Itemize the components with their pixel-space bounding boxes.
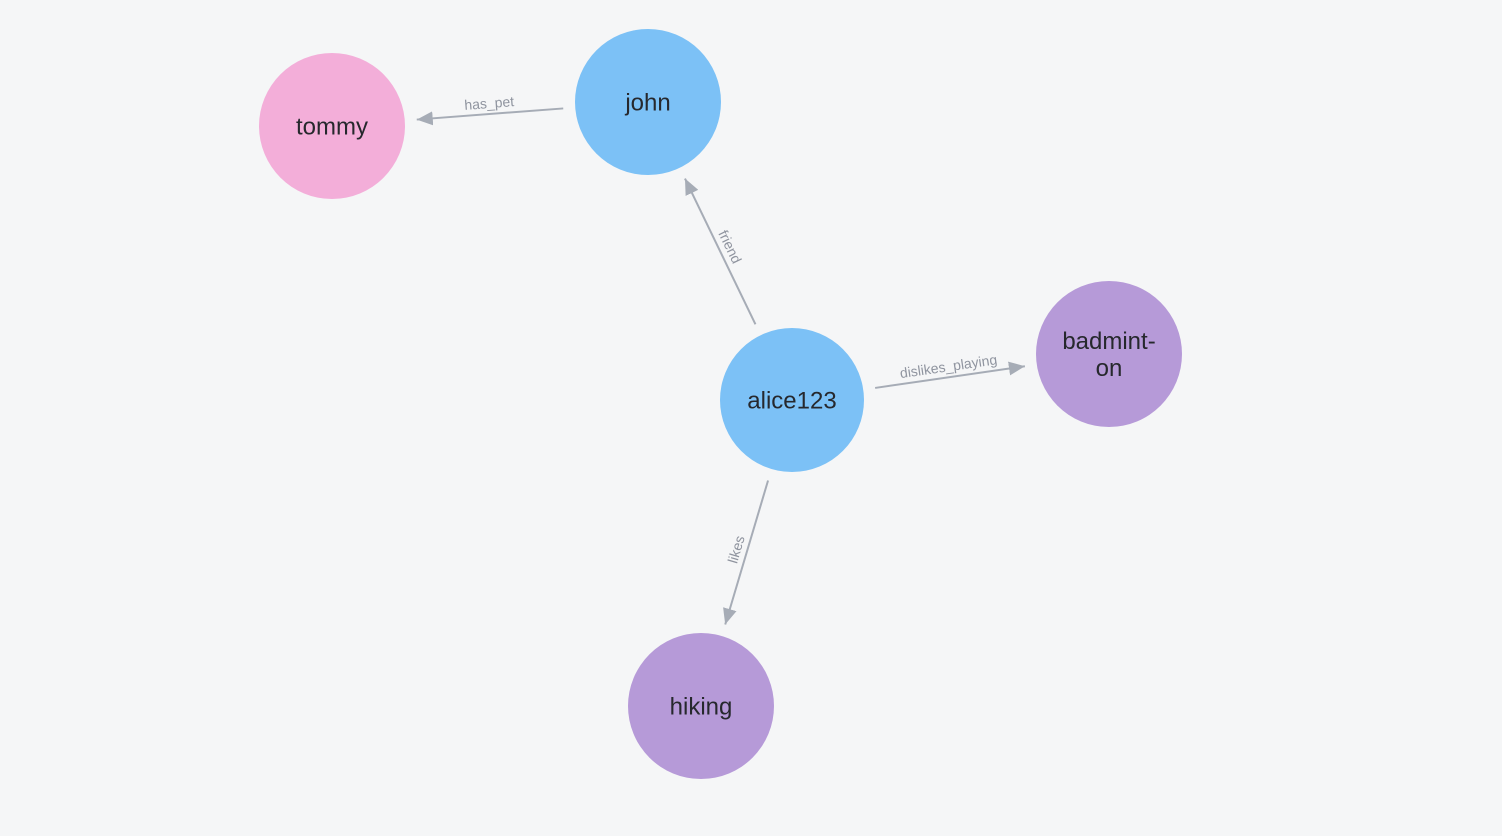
node-label-line: badmint- [1062, 328, 1155, 355]
edge-label-likes: likes [724, 534, 747, 565]
node-circle-john[interactable] [575, 29, 721, 175]
edge-label-has_pet: has_pet [464, 93, 515, 113]
edge-label-friend: friend [715, 227, 745, 266]
node-badminton[interactable]: badmint-on [1036, 281, 1182, 427]
node-label-john: john [624, 90, 670, 117]
node-john[interactable]: john [575, 29, 721, 175]
node-tommy[interactable]: tommy [259, 53, 405, 199]
edge-john-tommy[interactable] [416, 107, 564, 126]
node-label-badminton: badmint-on [1062, 328, 1155, 382]
node-circle-tommy[interactable] [259, 53, 405, 199]
node-label-line: on [1096, 355, 1123, 382]
node-circle-alice123[interactable] [720, 328, 864, 472]
edge-alice123-john[interactable] [684, 178, 757, 325]
nodes-layer: tommy john alice123 badmint-on hiking [259, 29, 1182, 779]
node-label-alice123: alice123 [747, 388, 836, 415]
node-label-hiking: hiking [670, 694, 733, 721]
edge-alice123-badminton[interactable] [874, 361, 1026, 389]
node-label-line: john [624, 90, 670, 117]
edge-alice123-hiking[interactable] [723, 480, 770, 625]
node-label-line: alice123 [747, 388, 836, 415]
node-circle-badminton[interactable] [1036, 281, 1182, 427]
node-label-tommy: tommy [296, 114, 368, 141]
node-label-line: tommy [296, 114, 368, 141]
node-label-line: hiking [670, 694, 733, 721]
node-alice123[interactable]: alice123 [720, 328, 864, 472]
node-hiking[interactable]: hiking [628, 633, 774, 779]
node-circle-hiking[interactable] [628, 633, 774, 779]
